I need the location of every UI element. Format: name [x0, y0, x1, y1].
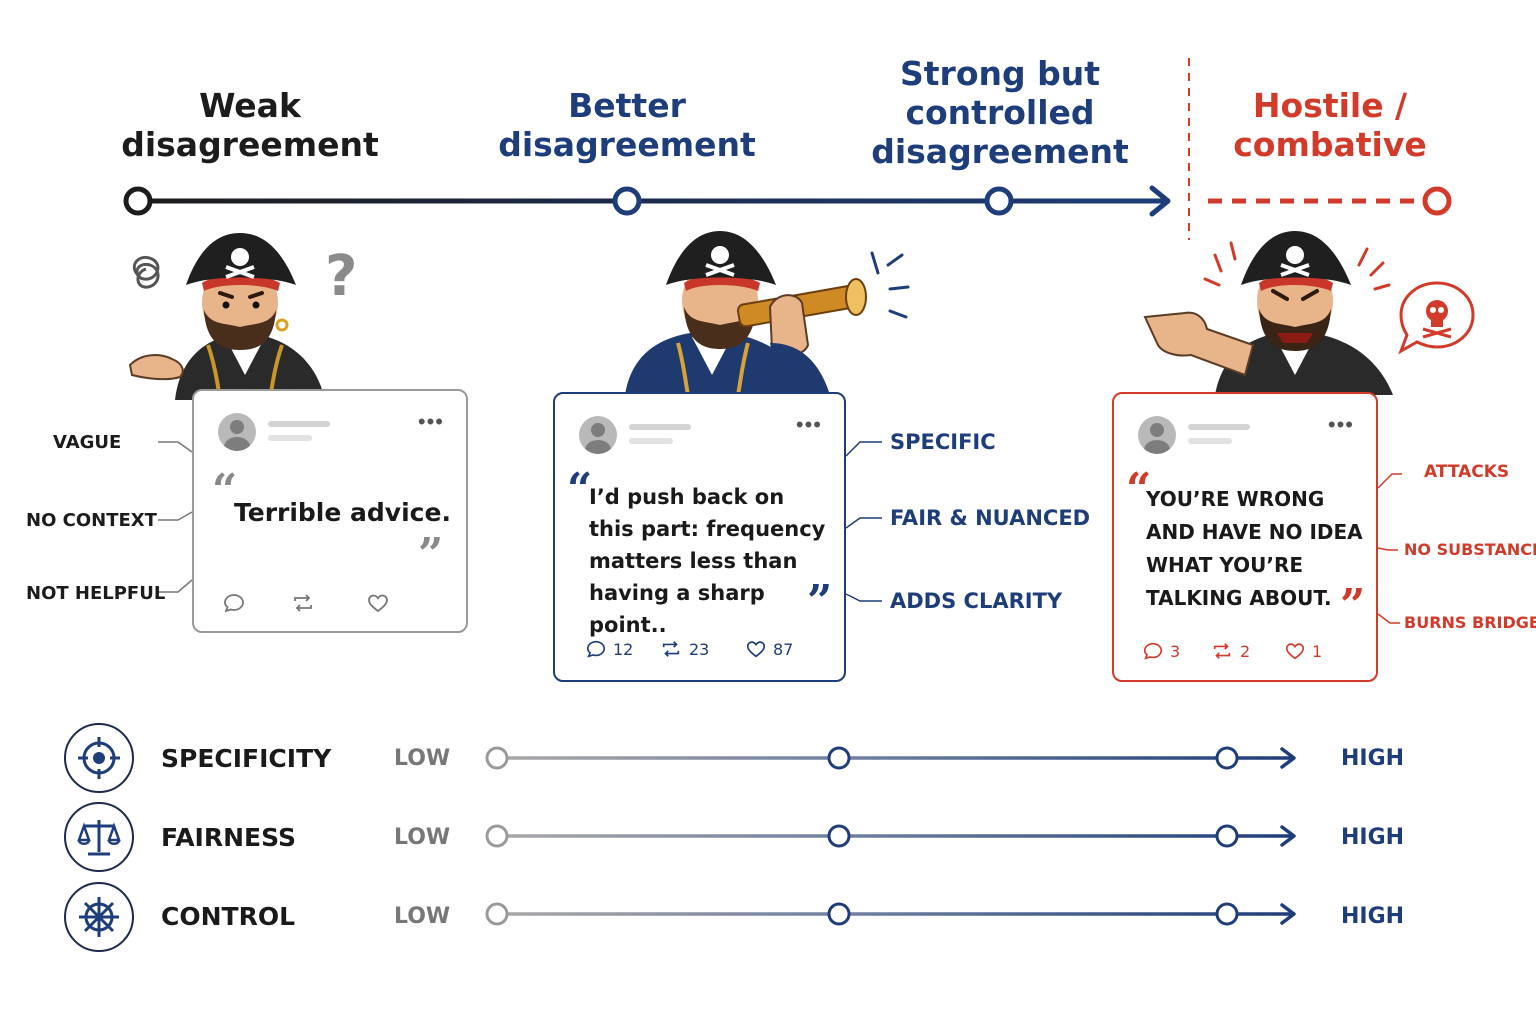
repost-count: 2 — [1240, 641, 1251, 661]
open-quote-icon: “ — [567, 464, 593, 515]
metric-label-specificity: SPECIFICITY — [161, 744, 332, 773]
repost-icon — [662, 641, 680, 657]
callout-connectors — [158, 441, 1402, 624]
like-icon[interactable] — [366, 591, 390, 615]
callout-fair-nuanced: FAIR & NUANCED — [890, 506, 1091, 530]
timeline-node-better — [612, 186, 642, 216]
callout-no-substance: NO SUBSTANCE — [1404, 540, 1536, 559]
stage-title-strong: Strong but controlled disagreement — [871, 54, 1129, 171]
reply-icon — [586, 640, 606, 658]
metric-sliders — [485, 746, 1296, 926]
post-card-hostile[interactable]: ••• “ YOU’RE WRONG AND HAVE NO IDEA WHAT… — [1112, 392, 1378, 682]
target-icon — [64, 723, 134, 793]
username-placeholder — [268, 421, 330, 427]
more-options-icon[interactable]: ••• — [795, 412, 822, 437]
callout-specific: SPECIFIC — [890, 430, 996, 454]
callout-attacks: ATTACKS — [1424, 462, 1510, 482]
avatar — [579, 416, 617, 454]
reply-icon — [1143, 642, 1163, 660]
spectrum-timeline — [123, 58, 1452, 240]
like-count: 1 — [1312, 641, 1323, 661]
metric-low-specificity: LOW — [394, 746, 451, 771]
metric-low-control: LOW — [394, 904, 451, 929]
timeline-node-weak — [123, 186, 153, 216]
reply-count: 3 — [1170, 641, 1181, 661]
repost-icon — [1213, 643, 1231, 659]
pirate-angry-icon — [1143, 231, 1475, 395]
callout-no-context: NO CONTEXT — [26, 510, 157, 531]
like-icon — [1285, 643, 1305, 660]
scribble-icon — [132, 256, 160, 289]
avatar — [218, 413, 256, 451]
metric-label-control: CONTROL — [161, 902, 296, 931]
callout-vague: VAGUE — [53, 432, 122, 453]
metric-low-fairness: LOW — [394, 825, 451, 850]
ship-wheel-icon — [64, 882, 134, 952]
avatar — [1138, 416, 1176, 454]
handle-placeholder — [629, 438, 673, 444]
callout-adds-clarity: ADDS CLARITY — [890, 589, 1063, 613]
open-quote-icon: “ — [212, 465, 238, 516]
like-action[interactable]: 1 — [1284, 640, 1322, 662]
close-quote-icon: ” — [1340, 580, 1366, 631]
repost-count: 23 — [689, 639, 710, 659]
reply-action[interactable]: 12 — [585, 638, 633, 660]
timeline-node-hostile — [1422, 186, 1452, 216]
more-options-icon[interactable]: ••• — [1327, 412, 1354, 437]
metric-high-specificity: HIGH — [1341, 746, 1405, 771]
timeline-node-strong — [984, 186, 1014, 216]
post-card-weak[interactable]: ••• “ Terrible advice. ” — [192, 389, 468, 633]
post-text: YOU’RE WRONG AND HAVE NO IDEA WHAT YOU’R… — [1146, 487, 1363, 610]
close-quote-icon: ” — [418, 529, 444, 580]
handle-placeholder — [1188, 438, 1232, 444]
pirate-confused-icon: ? — [128, 233, 357, 400]
like-icon — [746, 641, 766, 658]
close-quote-icon: ” — [807, 576, 833, 627]
reply-count: 12 — [613, 639, 634, 659]
slider-fairness — [485, 824, 1296, 848]
repost-action[interactable]: 23 — [659, 638, 709, 660]
scales-icon — [64, 802, 134, 872]
like-count: 87 — [773, 639, 794, 659]
post-card-better[interactable]: ••• “ I’d push back on this part: freque… — [553, 392, 846, 682]
post-text: Terrible advice. — [234, 498, 451, 527]
username-placeholder — [1188, 424, 1250, 430]
slider-control — [485, 902, 1296, 926]
more-options-icon[interactable]: ••• — [417, 409, 444, 434]
slider-specificity — [485, 746, 1296, 770]
metric-high-fairness: HIGH — [1341, 825, 1405, 850]
reply-action[interactable]: 3 — [1142, 640, 1180, 662]
metric-high-control: HIGH — [1341, 904, 1405, 929]
open-quote-icon: “ — [1126, 464, 1152, 515]
skull-speech-icon — [1398, 281, 1475, 355]
stage-title-weak: Weak disagreement — [121, 86, 379, 164]
username-placeholder — [629, 424, 691, 430]
post-text: I’d push back on this part: frequency ma… — [589, 485, 826, 637]
reply-icon[interactable] — [222, 591, 246, 615]
stage-title-hostile: Hostile / combative — [1233, 86, 1427, 164]
repost-action[interactable]: 2 — [1210, 640, 1250, 662]
repost-icon[interactable] — [290, 591, 316, 615]
like-action[interactable]: 87 — [745, 638, 793, 660]
callout-not-helpful: NOT HELPFUL — [26, 583, 166, 604]
question-mark-icon: ? — [325, 244, 357, 309]
stage-title-better: Better disagreement — [498, 86, 756, 164]
metric-label-fairness: FAIRNESS — [161, 823, 296, 852]
pirate-spyglass-icon — [625, 231, 910, 396]
handle-placeholder — [268, 435, 312, 441]
